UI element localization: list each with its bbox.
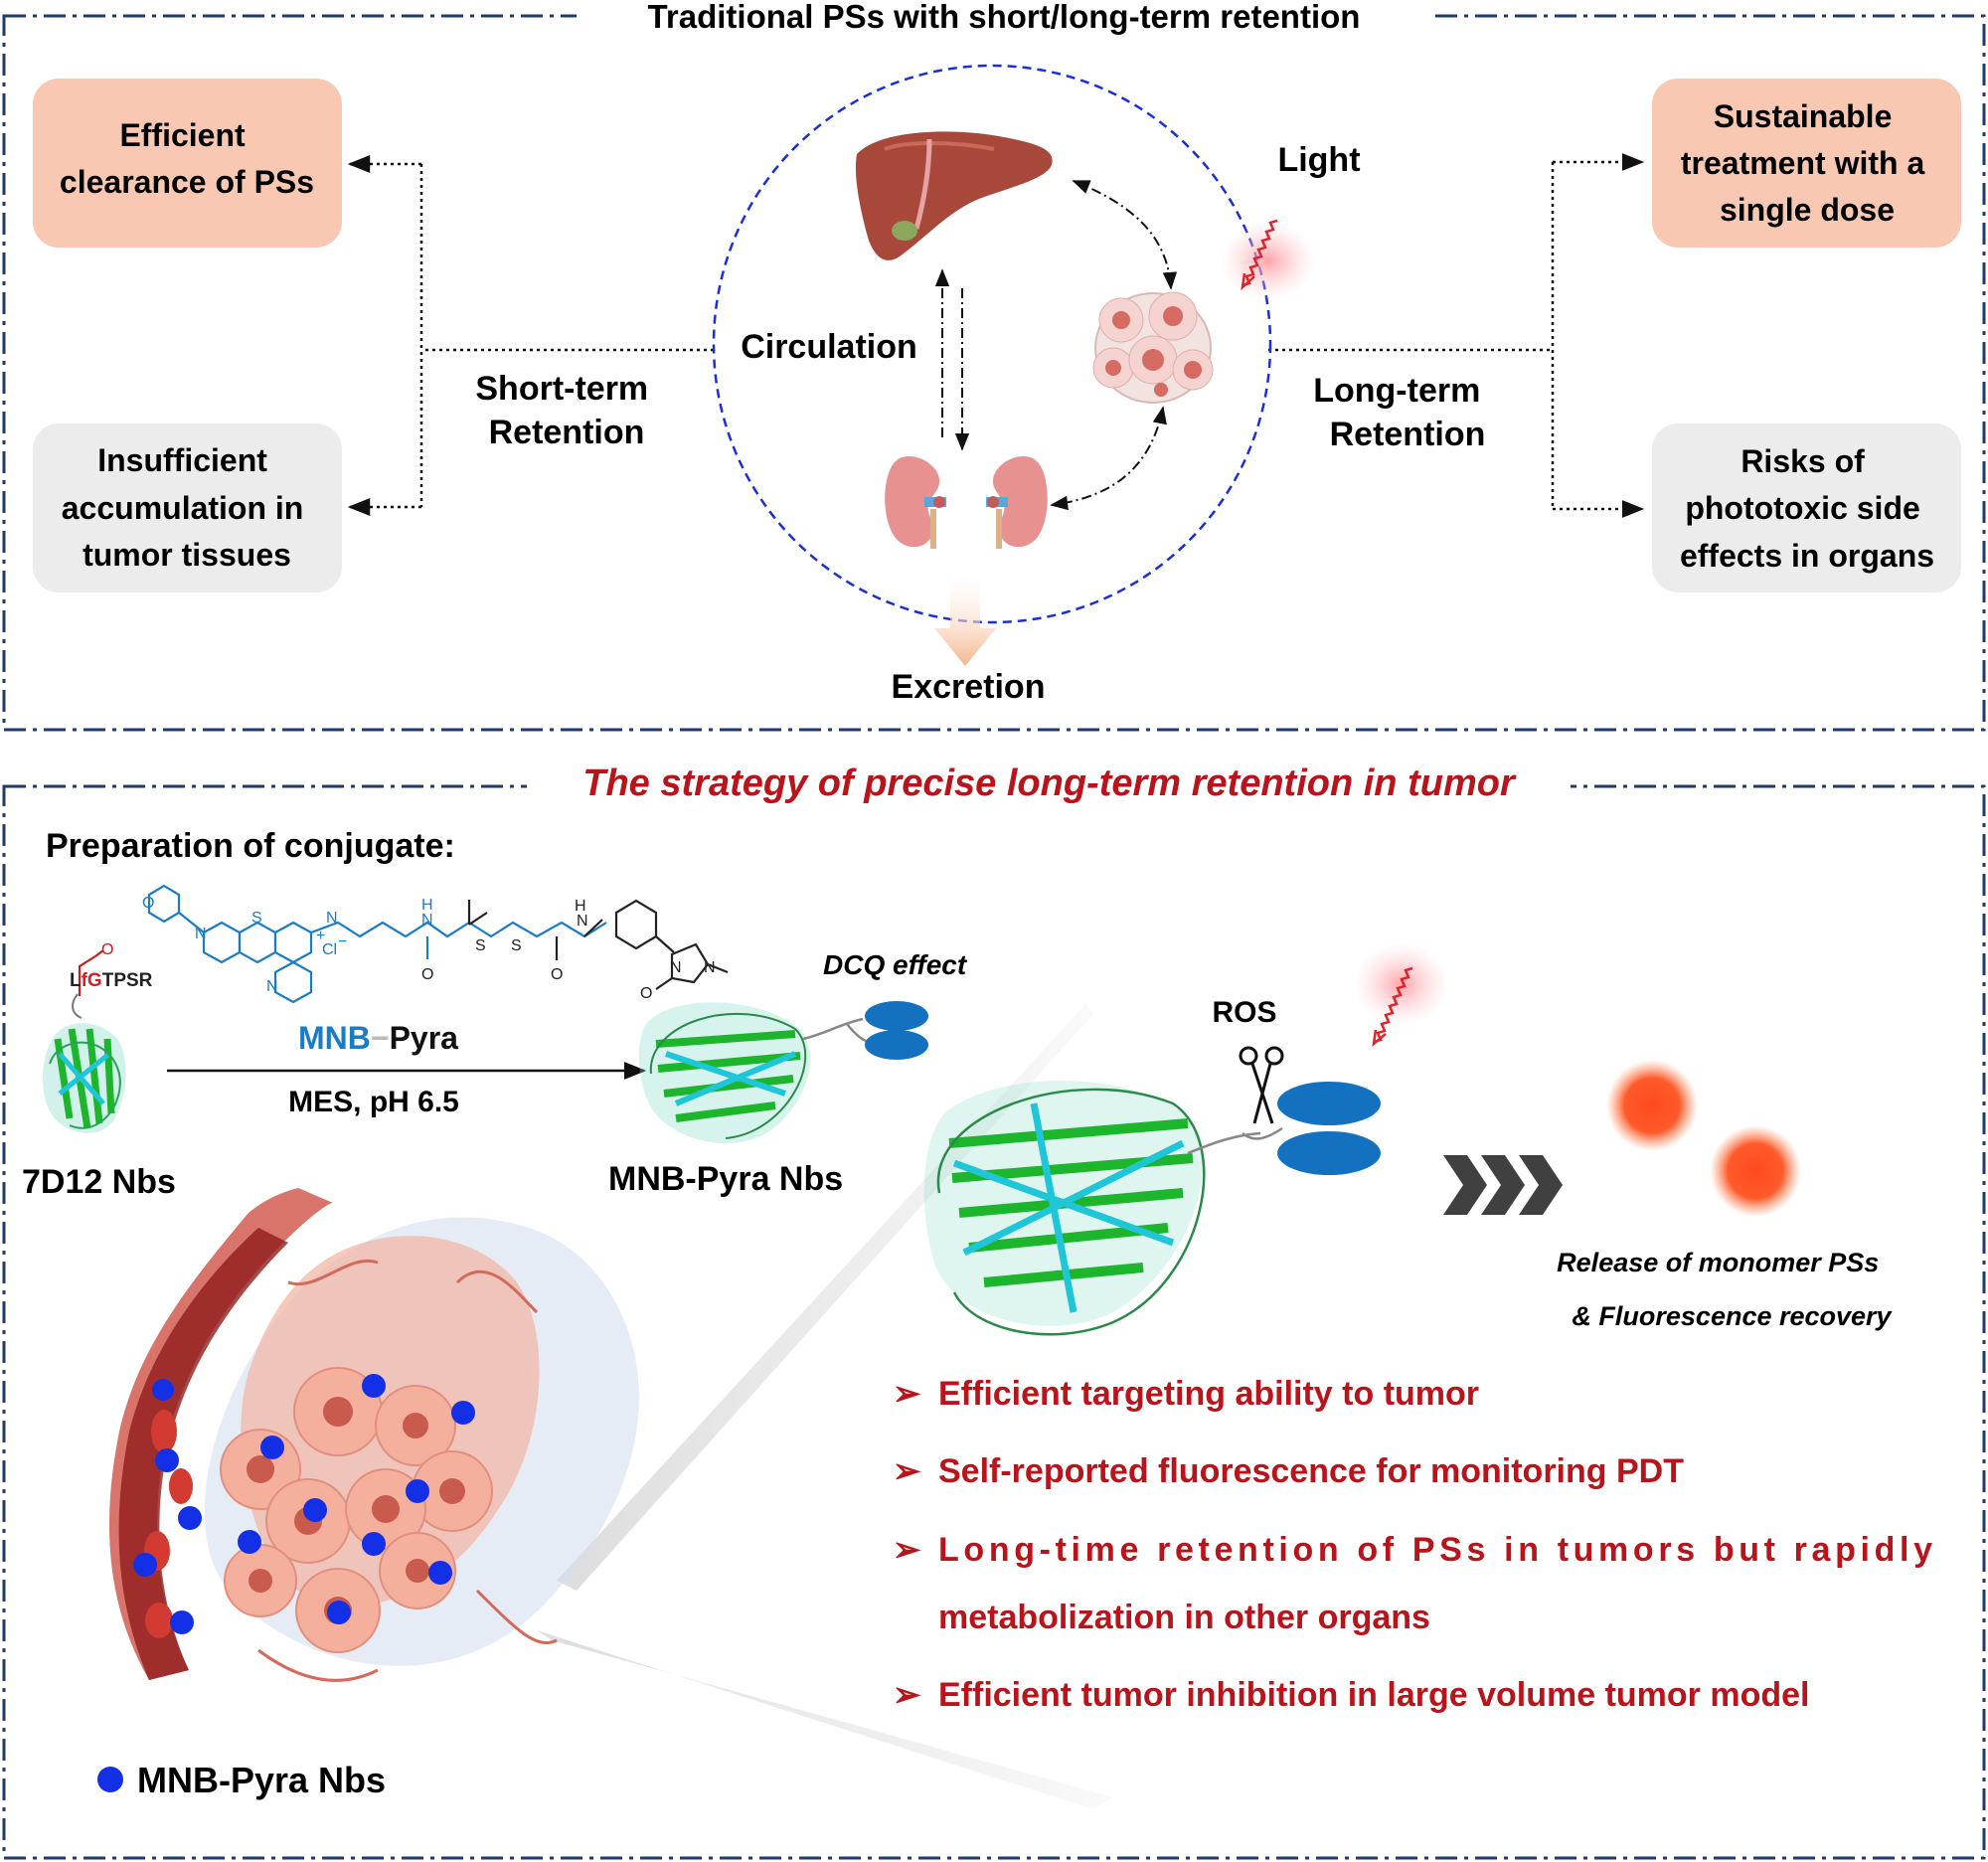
mnb-pyra-structure xyxy=(78,884,729,1004)
light-wave-icon-bottom xyxy=(1354,942,1449,1048)
right-connectors xyxy=(1268,153,1645,518)
released-ps-dot xyxy=(1606,1060,1698,1151)
bottom-panel: The strategy of precise long-term retent… xyxy=(2,761,1986,1860)
zoom-beams xyxy=(537,1004,1113,1809)
cleavage-nanobody-icon xyxy=(923,1081,1381,1336)
legend-label: MNB-Pyra Nbs xyxy=(137,1760,386,1800)
insufficient-accumulation-text: Insufficient accumulation in tumor tissu… xyxy=(62,442,312,573)
release-text: Release of monomer PSs & Fluorescence re… xyxy=(1557,1248,1893,1331)
circulation-label: Circulation xyxy=(741,328,917,366)
bottom-title: The strategy of precise long-term retent… xyxy=(582,762,1517,804)
sustainable-treatment-text: Sustainable treatment with a single dose xyxy=(1681,98,1933,228)
nanobody-7d12-icon xyxy=(42,993,126,1133)
liver-icon xyxy=(855,131,1053,260)
bullet-mark: ➢ xyxy=(893,1676,921,1714)
top-frame xyxy=(2,14,1986,732)
phototoxic-risk-box xyxy=(1652,423,1961,592)
legend-dot xyxy=(97,1767,123,1792)
reaction-condition: MES, pH 6.5 xyxy=(288,1086,459,1118)
scissors-icon xyxy=(1239,1046,1284,1124)
bullet-1: Efficient targeting ability to tumor xyxy=(938,1375,1479,1413)
mnb-pyra-nanobody-icon xyxy=(638,1001,928,1144)
dcq-label: DCQ effect xyxy=(823,949,968,980)
sustainable-treatment-box xyxy=(1652,79,1961,248)
chem-atoms: O N S N N + Cl − H N xyxy=(142,895,437,995)
circulation-arrows xyxy=(934,180,1178,511)
bullet-mark: ➢ xyxy=(893,1531,921,1569)
bullet-list: ➢ Efficient targeting ability to tumor ➢… xyxy=(893,1375,1932,1714)
bullet-3: Long-time retention of PSs in tumors but… xyxy=(938,1531,1932,1569)
left-connectors xyxy=(347,155,714,516)
top-title: Traditional PSs with short/long-term ret… xyxy=(648,0,1361,35)
reagent-label: MNB−Pyra xyxy=(298,1020,458,1056)
long-term-label: Long-term Retention xyxy=(1313,372,1490,453)
released-ps-dot xyxy=(1710,1125,1801,1217)
mnb-pyra-dots xyxy=(133,1374,475,1634)
ros-label: ROS xyxy=(1212,996,1276,1029)
bullet-4: Efficient tumor inhibition in large volu… xyxy=(938,1676,1809,1714)
bottom-frame xyxy=(2,784,1986,1860)
bullet-2: Self-reported fluorescence for monitorin… xyxy=(938,1452,1684,1490)
excretion-label: Excretion xyxy=(892,668,1046,706)
label-product: MNB-Pyra Nbs xyxy=(608,1160,843,1198)
chevron-arrows-icon xyxy=(1443,1155,1563,1215)
phototoxic-risk-text: Risks of phototoxic side effects in orga… xyxy=(1680,443,1934,574)
kidneys-icon xyxy=(885,456,1048,549)
chem-atoms-dark: O S S O H N N N O xyxy=(421,898,720,1002)
aldehyde-o: O xyxy=(101,941,113,958)
bullet-mark: ➢ xyxy=(893,1375,921,1413)
insufficient-accumulation-box xyxy=(33,423,342,592)
tumor-tissue-illustration xyxy=(109,1188,639,1682)
bullet-mark: ➢ xyxy=(893,1452,921,1490)
light-wave-icon xyxy=(1221,219,1316,300)
tumor-cells-icon xyxy=(1092,291,1214,404)
circulation-circle xyxy=(712,64,1272,624)
light-label: Light xyxy=(1277,141,1360,179)
preparation-title: Preparation of conjugate: xyxy=(46,827,455,865)
bullet-3-cont: metabolization in other organs xyxy=(938,1599,1430,1636)
peptide-tag: LfGTPSR xyxy=(70,970,153,991)
efficient-clearance-box xyxy=(33,79,342,248)
efficient-clearance-text: Efficient clearance of PSs xyxy=(60,117,314,200)
excretion-arrow xyxy=(934,574,996,666)
short-term-label: Short-term Retention xyxy=(475,370,657,451)
label-7d12: 7D12 Nbs xyxy=(22,1163,176,1201)
top-panel: Traditional PSs with short/long-term ret… xyxy=(2,0,1986,732)
